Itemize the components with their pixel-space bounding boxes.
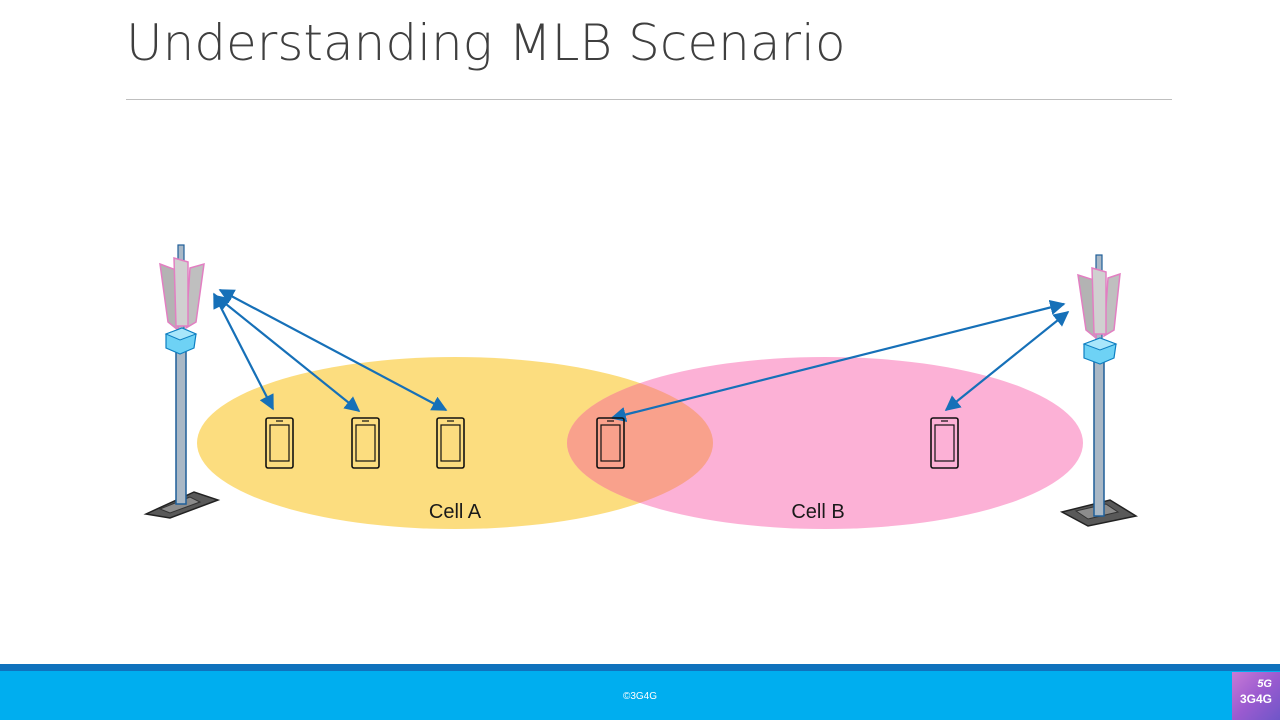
logo-brand-text: 3G4G	[1239, 692, 1272, 706]
cell-b-label: Cell B	[791, 501, 844, 523]
ue-device	[265, 417, 294, 469]
brand-logo: 5G 3G4G	[1232, 672, 1280, 720]
ue-device	[351, 417, 380, 469]
footer-copyright: ©3G4G	[622, 691, 658, 702]
ue-device-overlap	[596, 417, 625, 469]
mlb-diagram: Cell A Cell B	[143, 244, 1138, 529]
arrow-tower-right-ue-5	[944, 311, 1070, 411]
title-divider	[126, 99, 1172, 100]
arrow-tower-left-ue-3	[218, 289, 448, 411]
base-station-tower-right	[1059, 254, 1138, 527]
ue-device	[930, 417, 959, 469]
signal-arrows	[213, 289, 1070, 423]
footer-accent-strip	[0, 664, 1280, 671]
ue-device	[436, 417, 465, 469]
logo-5g-badge: 5G	[1257, 678, 1272, 690]
footer-bar: ©3G4G	[0, 664, 1280, 720]
cell-a-label: Cell A	[429, 501, 482, 523]
arrow-tower-left-ue-1	[213, 292, 274, 411]
base-station-tower-left	[143, 244, 221, 519]
page-title: Understanding MLB Scenario	[126, 14, 846, 72]
